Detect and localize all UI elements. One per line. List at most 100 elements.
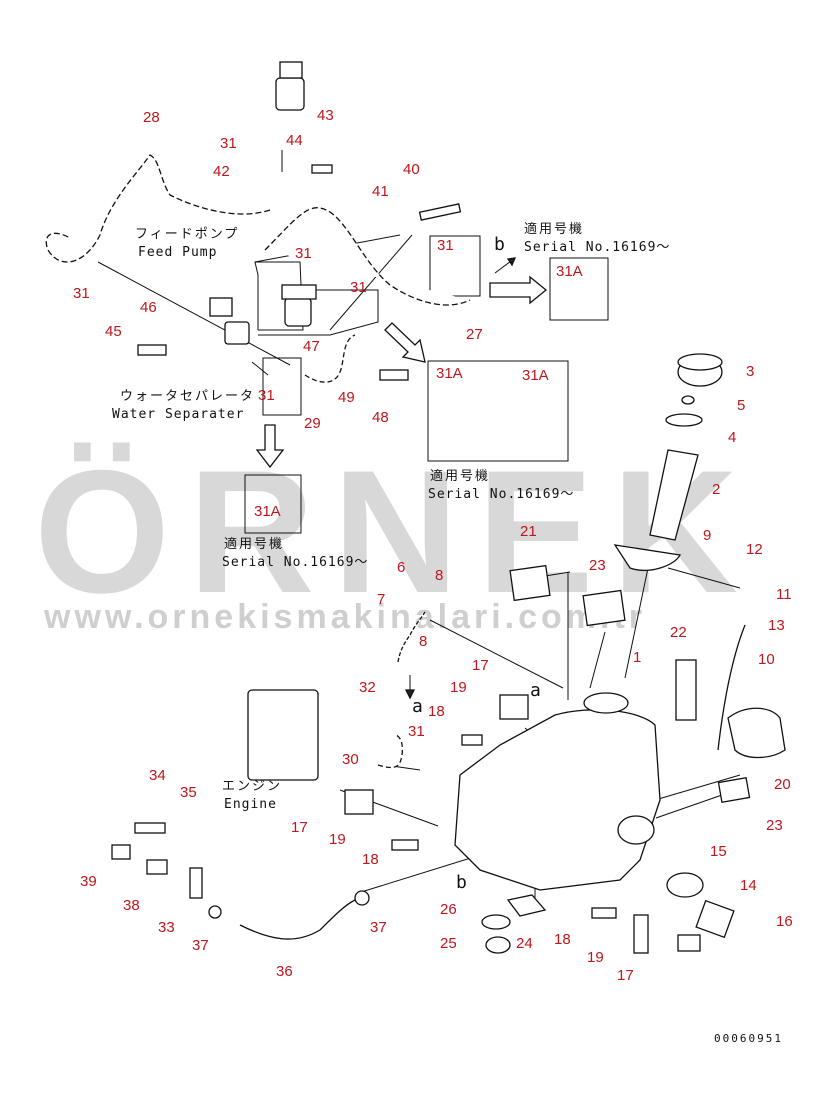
bolt-18-lower [591, 907, 617, 919]
callout: 12 [746, 541, 763, 558]
clamp-37-left [208, 905, 222, 919]
water-separator [224, 321, 250, 345]
text-labels: フィードポンプ Feed Pump ウォータセパレータ Water Separa… [112, 221, 781, 1045]
box-31a-upper [549, 257, 609, 321]
hose-28 [45, 154, 271, 263]
serial-jp-1: 適用号機 [524, 221, 584, 237]
callout: 48 [372, 409, 389, 426]
serial-en-3: Serial No.16169～ [222, 555, 368, 570]
callout: 10 [758, 651, 775, 668]
serial-en-2: Serial No.16169～ [428, 487, 574, 502]
bracket-17-mid [344, 789, 374, 815]
callout: 31A [436, 365, 463, 382]
filler-neck [583, 692, 629, 714]
callout: 38 [123, 897, 140, 914]
callout: 35 [180, 784, 197, 801]
letter-b-lower: b [456, 872, 468, 893]
callout: 49 [338, 389, 355, 406]
callouts: 28 31 44 43 42 40 41 31 31 b 31A 31 46 4… [73, 107, 793, 984]
callout: 40 [403, 161, 420, 178]
callout: 31 [73, 285, 90, 302]
callout: 39 [80, 873, 97, 890]
callout: 11 [776, 586, 792, 603]
callout: 5 [737, 397, 745, 414]
callout: 7 [377, 591, 385, 608]
packing-5 [681, 395, 695, 405]
hose-36 [239, 899, 356, 940]
plug-25 [485, 936, 511, 954]
callout: 13 [768, 617, 785, 634]
clip-38 [146, 859, 168, 875]
feed-pump-en: Feed Pump [138, 245, 217, 260]
callout: 24 [516, 935, 533, 952]
hose-10 [717, 624, 746, 751]
bracket-33 [189, 867, 203, 899]
callout: 15 [710, 843, 727, 860]
callout: 31 [350, 279, 367, 296]
callout: 44 [286, 132, 303, 149]
callout: 21 [520, 523, 537, 540]
callout: 4 [728, 429, 736, 446]
callout: 23 [589, 557, 606, 574]
callout: 16 [776, 913, 793, 930]
callout: 31 [258, 387, 275, 404]
callout: 43 [317, 107, 334, 124]
callout: 19 [450, 679, 467, 696]
hose-27 [264, 207, 471, 306]
label-22 [675, 659, 697, 721]
callout: 31 [408, 723, 425, 740]
serial-boxes [244, 235, 609, 534]
filter-center [284, 297, 312, 327]
callout: 20 [774, 776, 791, 793]
fuel-tank-1 [454, 709, 661, 891]
hose-30 [377, 734, 404, 769]
callout: 42 [213, 163, 230, 180]
box-31-upper [429, 235, 481, 297]
callout: 19 [329, 831, 346, 848]
callout: 47 [303, 338, 320, 355]
funnel-9 [613, 544, 681, 571]
label-23-lower [717, 776, 751, 804]
bolt-48 [379, 369, 409, 381]
callout: 22 [670, 624, 687, 641]
callout: 31 [437, 237, 454, 254]
callout: 17 [617, 967, 634, 984]
engine-jp: エンジン [222, 779, 282, 794]
callout: 31A [522, 367, 549, 384]
plate-26 [481, 914, 511, 930]
fitting-39 [111, 844, 131, 860]
callout: 8 [435, 567, 443, 584]
arrow-right-upper [489, 275, 548, 305]
callout: 46 [140, 299, 157, 316]
strainer-2 [649, 449, 699, 541]
callout: 18 [428, 703, 445, 720]
drain-valve-14 [695, 899, 735, 939]
watermark-url: www.ornekismakinalari.com.tr [43, 598, 646, 636]
parts [111, 61, 786, 954]
callout: 41 [372, 183, 389, 200]
serial-jp-3: 適用号機 [224, 536, 284, 552]
callout: 23 [766, 817, 783, 834]
callout: 18 [554, 931, 571, 948]
callout: 1 [633, 649, 641, 666]
serial-jp-2: 適用号機 [430, 468, 490, 484]
callout: 17 [472, 657, 489, 674]
water-sep-jp: ウォータセパレータ [120, 389, 255, 404]
arrow-down-lower [255, 424, 285, 469]
callout: 36 [276, 963, 293, 980]
label-21 [509, 564, 551, 602]
feed-pump-jp: フィードポンプ [135, 227, 239, 242]
bolt-45 [137, 344, 167, 356]
engine-block [247, 689, 319, 781]
serial-en-1: Serial No.16169～ [524, 240, 670, 255]
callout: 32 [359, 679, 376, 696]
callout: 34 [149, 767, 166, 784]
callout: 25 [440, 935, 457, 952]
engine-en: Engine [224, 797, 277, 812]
callout: 28 [143, 109, 160, 126]
bracket-17-lower [633, 914, 649, 954]
letter-a-left: a [412, 696, 424, 717]
callout: 31A [556, 263, 583, 280]
callout: 3 [746, 363, 754, 380]
